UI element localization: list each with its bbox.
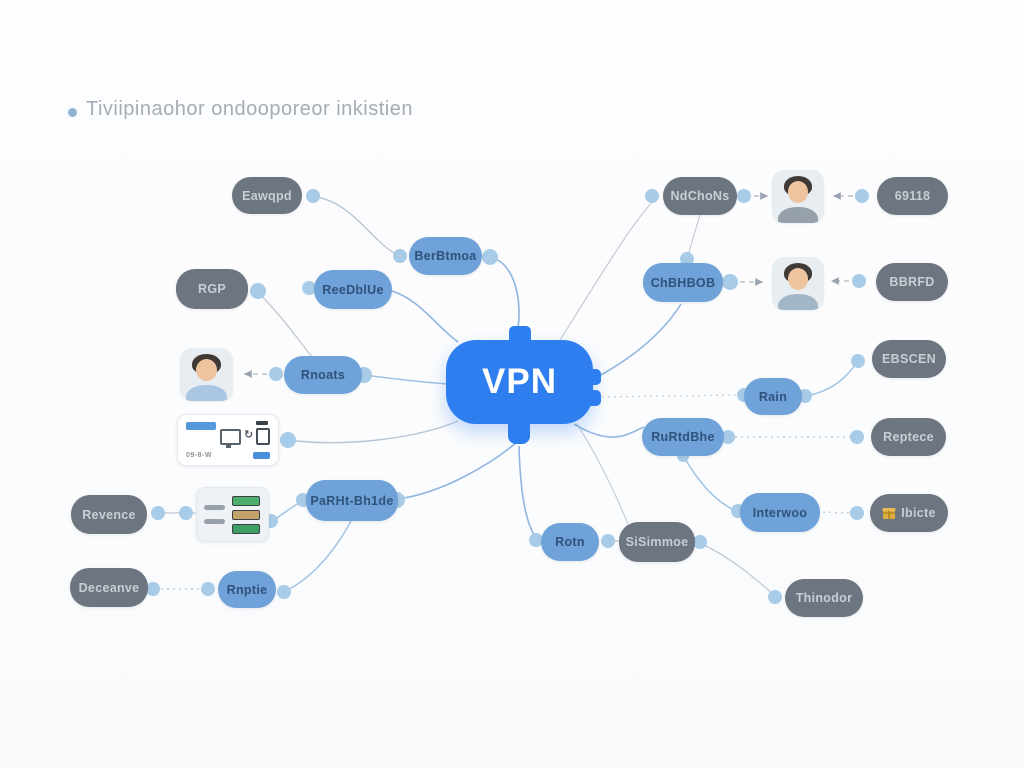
vpn-connector-tab-bottom bbox=[508, 420, 530, 444]
ram-stick-tan bbox=[232, 509, 260, 520]
node-label: Eawqpd bbox=[242, 188, 292, 203]
node-rnptie[interactable]: Rnptie bbox=[218, 571, 276, 608]
node-ebscen[interactable]: EBSCEN bbox=[872, 340, 946, 378]
node-label: Reptece bbox=[883, 430, 934, 444]
node-label: Rotn bbox=[555, 535, 585, 549]
server-ports-card[interactable] bbox=[196, 487, 269, 542]
port-line bbox=[204, 519, 225, 524]
node-reedblue[interactable]: ReeDblUe bbox=[314, 270, 392, 309]
ports-lines bbox=[204, 505, 225, 524]
node-ibicte[interactable]: Ibicte bbox=[870, 494, 948, 532]
node-label: 69118 bbox=[894, 189, 931, 203]
node-69118[interactable]: 69118 bbox=[877, 177, 948, 215]
gift-icon bbox=[882, 508, 896, 519]
node-label: Rnptie bbox=[226, 582, 268, 597]
node-deceanve[interactable]: Deceanve bbox=[70, 568, 148, 607]
avatar-shirt bbox=[778, 294, 818, 310]
node-label: RGP bbox=[198, 282, 226, 296]
node-label: NdChoNs bbox=[670, 189, 730, 203]
node-label: Rain bbox=[758, 389, 788, 404]
node-label: RuRtdBhe bbox=[651, 430, 715, 444]
node-label: BBRFD bbox=[889, 275, 935, 289]
node-label: Thinodor bbox=[795, 591, 853, 605]
device-icon bbox=[256, 428, 270, 445]
node-label: Rnoats bbox=[300, 368, 346, 382]
node-label: ChBHBOB bbox=[650, 275, 716, 290]
port-line bbox=[204, 505, 225, 510]
card-caption: 09-8-W bbox=[186, 452, 212, 459]
node-vpn-center[interactable]: VPN bbox=[446, 340, 593, 424]
avatar-user-right-2[interactable] bbox=[772, 257, 824, 310]
avatar-user-right-1[interactable] bbox=[772, 170, 824, 223]
node-chbhbob[interactable]: ChBHBOB bbox=[643, 263, 723, 302]
node-eawqpd[interactable]: Eawqpd bbox=[232, 177, 302, 214]
node-ndchons[interactable]: NdChoNs bbox=[663, 177, 737, 215]
node-label: SiSimmoe bbox=[625, 535, 689, 549]
node-parht[interactable]: PaRHt-Bh1de bbox=[306, 480, 398, 521]
node-rotn[interactable]: Rotn bbox=[541, 523, 599, 561]
page-title: Tiviipinaohor ondooporeor inkistien bbox=[86, 98, 413, 120]
avatar-face bbox=[195, 358, 218, 381]
node-label: BerBtmoa bbox=[414, 249, 477, 263]
ram-stick-green bbox=[232, 495, 260, 506]
title-bullet-icon bbox=[68, 108, 77, 117]
node-label: ReeDblUe bbox=[322, 282, 384, 297]
node-thinodor[interactable]: Thinodor bbox=[785, 579, 863, 617]
node-rain[interactable]: Rain bbox=[744, 378, 802, 415]
node-label: Deceanve bbox=[78, 580, 140, 595]
avatar-user-left[interactable] bbox=[180, 348, 233, 401]
monitor-icon bbox=[220, 429, 241, 448]
node-label: PaRHt-Bh1de bbox=[310, 493, 394, 508]
node-berbtmoa[interactable]: BerBtmoa bbox=[409, 237, 482, 275]
node-bbrfd[interactable]: BBRFD bbox=[876, 263, 948, 301]
refresh-icon: ↻ bbox=[244, 429, 254, 441]
avatar-shirt bbox=[778, 207, 818, 223]
card-blue-badge bbox=[253, 452, 270, 459]
node-rurtdbhe[interactable]: RuRtdBhe bbox=[642, 418, 724, 456]
vpn-connector-tab-top bbox=[509, 326, 531, 344]
avatar-face bbox=[787, 180, 809, 203]
node-label: EBSCEN bbox=[882, 352, 936, 366]
node-rgp[interactable]: RGP bbox=[176, 269, 248, 309]
node-label: Revence bbox=[82, 507, 136, 522]
node-reptece[interactable]: Reptece bbox=[871, 418, 946, 456]
card-blue-chip bbox=[186, 422, 216, 430]
node-rnoats[interactable]: Rnoats bbox=[284, 356, 362, 394]
node-label: Ibicte bbox=[901, 506, 936, 520]
network-diagram-card[interactable]: 09-8-W ↻ bbox=[177, 414, 279, 466]
ram-stick-green bbox=[232, 523, 260, 534]
node-label: Interwoo bbox=[752, 505, 808, 520]
avatar-face bbox=[787, 267, 809, 290]
node-revence[interactable]: Revence bbox=[71, 495, 147, 534]
ram-sticks bbox=[232, 495, 260, 534]
dark-bar-icon bbox=[256, 421, 268, 425]
vpn-label: VPN bbox=[482, 362, 557, 401]
avatar-shirt bbox=[186, 385, 227, 401]
node-sisimmoe[interactable]: SiSimmoe bbox=[619, 522, 695, 562]
node-interwoo[interactable]: Interwoo bbox=[740, 493, 820, 532]
